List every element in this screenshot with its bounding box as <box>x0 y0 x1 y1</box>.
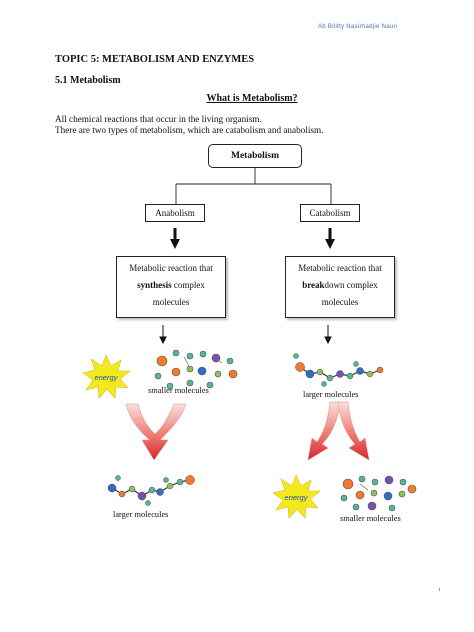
larger-molecules-left-atoms <box>107 475 195 506</box>
energy-starburst-left <box>82 354 131 399</box>
converge-arrow-left <box>125 403 187 461</box>
question-heading-wrap: What is Metabolism? <box>0 93 474 104</box>
caption-smaller-molecules-right: smaller molecules <box>340 514 401 523</box>
thin-arrow-left <box>159 325 167 345</box>
anabolism-desc-keyword: synthesis <box>137 280 172 290</box>
question-heading: What is Metabolism? <box>206 93 298 104</box>
page-number: 1 <box>438 588 441 593</box>
connector-lines <box>175 168 332 204</box>
down-arrow-left <box>170 228 180 249</box>
down-arrow-right <box>325 228 335 249</box>
catabolism-desc-keyword: break <box>302 280 325 290</box>
energy-label-left: energy <box>95 373 119 382</box>
anabolism-desc-line1: Metabolic reaction that <box>129 263 213 273</box>
energy-label-right: energy <box>285 493 309 502</box>
caption-larger-molecules-right: larger molecules <box>303 390 359 399</box>
diverge-arrow-right <box>307 401 370 461</box>
header-note: Ab Bilitty Nasirhadjie Nauri <box>318 24 398 30</box>
catabolism-desc-line2: breakdown complex <box>290 277 390 294</box>
anabolism-desc-line2: synthesis complex <box>121 277 221 294</box>
catabolism-description: Metabolic reaction that breakdown comple… <box>285 256 395 318</box>
anabolism-desc-line3: molecules <box>152 297 190 307</box>
smaller-molecules-right <box>340 475 417 512</box>
energy-starburst-right <box>272 474 321 519</box>
catabolism-desc-line3: molecules <box>321 297 359 307</box>
catabolism-desc-line1: Metabolic reaction that <box>298 263 382 273</box>
smaller-molecules-left <box>154 349 238 390</box>
caption-larger-molecules-left: larger molecules <box>113 510 169 519</box>
catabolism-box: Catabolism <box>300 204 360 222</box>
anabolism-desc-rest: complex <box>171 280 205 290</box>
thin-arrow-right <box>324 325 332 345</box>
types-text: There are two types of metabolism, which… <box>55 125 324 135</box>
larger-molecules-right-atoms <box>293 353 384 387</box>
catabolism-desc-rest: down complex <box>324 280 378 290</box>
anabolism-description: Metabolic reaction that synthesis comple… <box>116 256 226 318</box>
metabolism-box: Metabolism <box>208 144 302 168</box>
section-title: 5.1 Metabolism <box>55 75 121 86</box>
caption-smaller-molecules-left: smaller molecules <box>148 386 209 395</box>
topic-title: TOPIC 5: METABOLISM AND ENZYMES <box>55 54 255 65</box>
definition-text: All chemical reactions that occur in the… <box>55 114 262 124</box>
anabolism-box: Anabolism <box>145 204 205 222</box>
